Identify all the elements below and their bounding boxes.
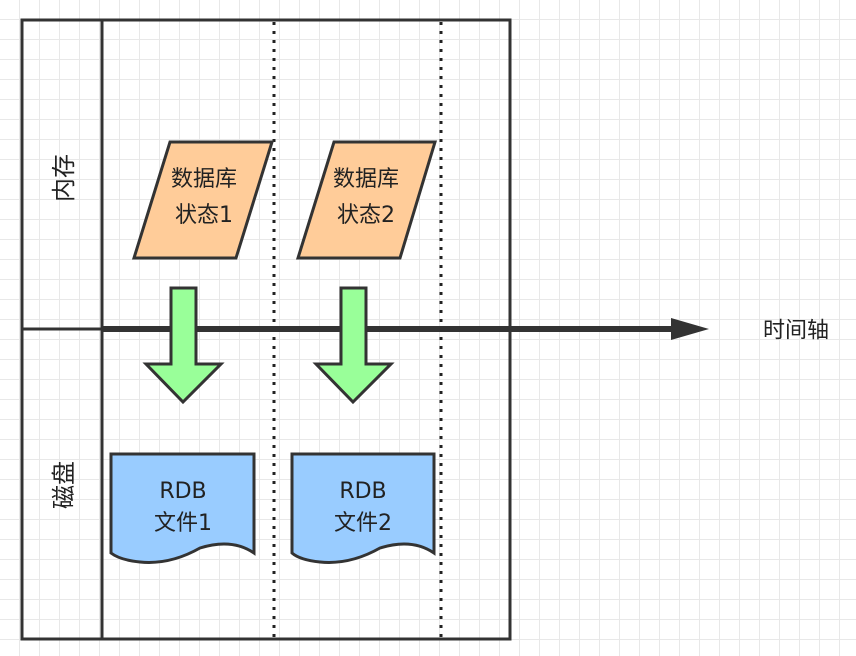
file-shape [290,452,436,564]
timeline-arrowhead [671,318,709,340]
lane-label-memory: 内存 [50,154,78,202]
state-shape [295,140,438,260]
rdb-file-1: RDB 文件1 [109,452,256,564]
rdb-file-2: RDB 文件2 [290,452,436,564]
file-label-line1: RDB [159,479,206,504]
persist-arrow-1 [142,286,225,405]
state-shape [131,140,275,260]
persist-arrow-2 [312,286,395,405]
database-state-1: 数据库 状态1 [131,140,275,260]
state-label-line1: 数据库 [333,167,399,192]
state-label-line2: 状态2 [337,203,395,228]
file-shape [109,452,256,564]
state-label-line2: 状态1 [175,203,233,228]
file-label-line2: 文件2 [334,511,392,536]
lane-label-disk: 磁盘 [50,461,78,509]
file-label-line2: 文件1 [154,511,212,536]
file-label-line1: RDB [339,479,386,504]
timeline-label: 时间轴 [763,319,829,344]
database-state-2: 数据库 状态2 [295,140,438,260]
state-label-line1: 数据库 [171,167,237,192]
